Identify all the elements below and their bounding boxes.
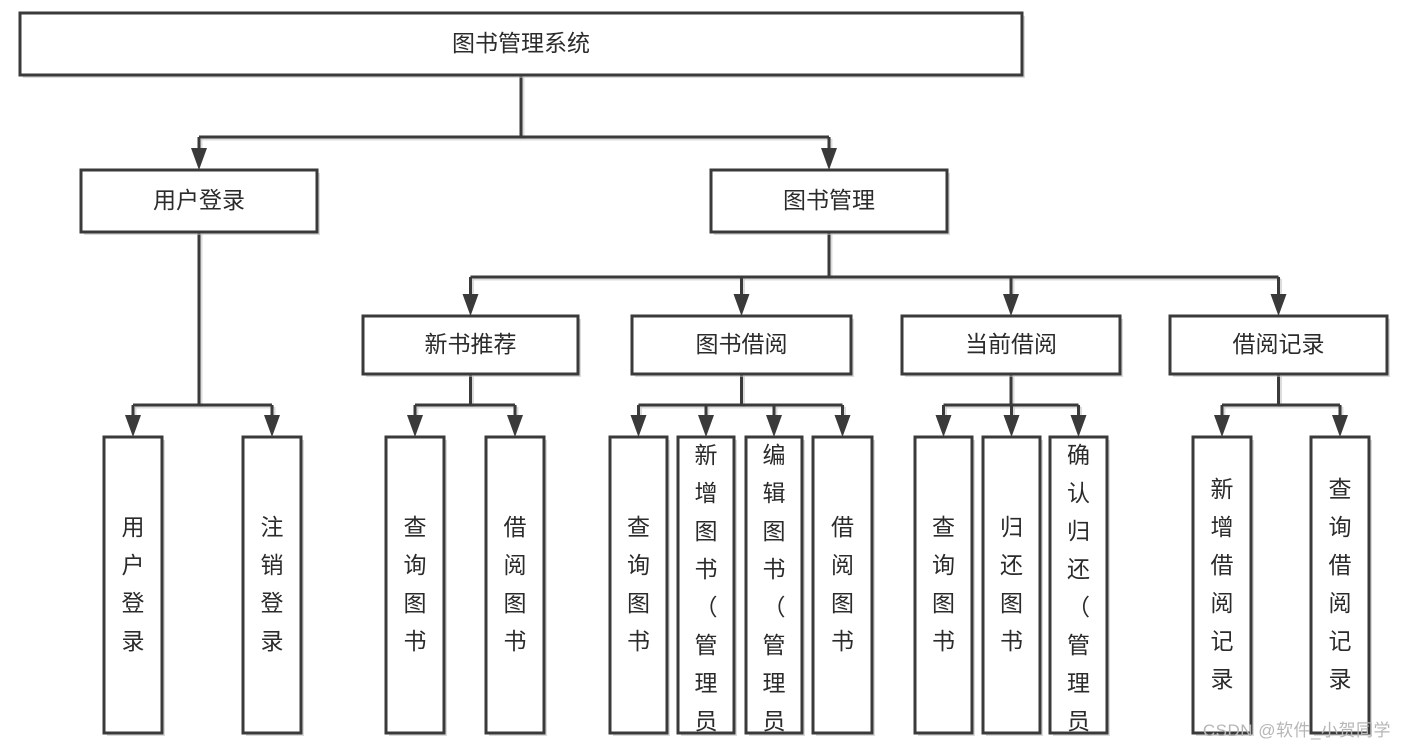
- node-label-leaf-borrow-book-rec: 借阅图书: [504, 514, 527, 654]
- node-leaf-borrow-book-rec[interactable]: 借阅图书: [484, 435, 547, 736]
- node-leaf-edit-book[interactable]: 编辑图书（管理员）: [744, 435, 805, 747]
- node-box-leaf-add-book: [676, 435, 736, 735]
- node-label-new-book-recommend: 新书推荐: [425, 331, 517, 357]
- node-box-leaf-logout: [241, 435, 303, 735]
- node-box-leaf-confirm-return: [1048, 435, 1109, 735]
- node-label-root: 图书管理系统: [452, 30, 590, 56]
- node-label-book-manage: 图书管理: [783, 187, 875, 213]
- node-label-borrow-record: 借阅记录: [1233, 331, 1325, 357]
- node-label-leaf-add-record: 新增借阅记录: [1211, 476, 1234, 692]
- arrow-to-leaf-query-book-rec-head: [407, 415, 423, 437]
- node-box-new-book-recommend: [361, 314, 580, 376]
- node-leaf-logout[interactable]: 注销登录: [241, 435, 304, 736]
- node-current-borrow[interactable]: 当前借阅: [900, 314, 1123, 377]
- node-leaf-user-login[interactable]: 用户登录: [102, 435, 165, 736]
- node-leaf-query-book-borrow[interactable]: 查询图书: [608, 435, 670, 736]
- node-label-leaf-user-login: 用户登录: [122, 514, 145, 654]
- node-leaf-add-record[interactable]: 新增借阅记录: [1191, 435, 1254, 736]
- node-label-leaf-add-book: 新增图书（管理员）: [695, 442, 718, 747]
- node-user-login[interactable]: 用户登录: [79, 168, 320, 235]
- connector-layer: [125, 75, 1348, 437]
- node-leaf-confirm-return[interactable]: 确认归还（管理员）: [1048, 435, 1110, 747]
- node-label-leaf-return-book: 归还图书: [1000, 514, 1023, 654]
- arrow-to-leaf-borrow-book-head: [834, 415, 851, 437]
- arrow-to-leaf-return-book-head: [1003, 415, 1020, 437]
- arrow-to-new-book-recommend-head: [462, 294, 479, 316]
- node-book-borrow[interactable]: 图书借阅: [630, 314, 854, 377]
- node-box-leaf-borrow-book-rec: [484, 435, 546, 735]
- node-box-leaf-add-record: [1191, 435, 1253, 735]
- arrow-to-leaf-user-login-head: [125, 415, 141, 437]
- arrow-to-book-manage-head: [821, 148, 837, 170]
- arrow-to-leaf-add-book-head: [698, 415, 714, 437]
- node-box-leaf-query-book-current: [913, 435, 974, 735]
- node-label-leaf-borrow-book: 借阅图书: [831, 514, 854, 654]
- node-leaf-query-book-rec[interactable]: 查询图书: [384, 435, 447, 736]
- node-label-user-login: 用户登录: [153, 187, 245, 213]
- arrow-to-book-borrow-head: [733, 294, 750, 316]
- node-label-leaf-logout: 注销登录: [261, 514, 284, 654]
- node-box-user-login: [79, 168, 319, 234]
- node-leaf-return-book[interactable]: 归还图书: [981, 435, 1043, 736]
- node-label-leaf-edit-book: 编辑图书（管理员）: [763, 442, 786, 747]
- node-box-leaf-query-record: [1309, 435, 1371, 735]
- arrow-to-leaf-edit-book-head: [766, 415, 782, 437]
- node-leaf-add-book[interactable]: 新增图书（管理员）: [676, 435, 737, 747]
- node-box-borrow-record: [1168, 314, 1389, 376]
- arrow-to-leaf-query-book-current-head: [935, 415, 952, 437]
- node-new-book-recommend[interactable]: 新书推荐: [361, 314, 581, 377]
- node-box-book-borrow: [630, 314, 853, 376]
- node-leaf-query-record[interactable]: 查询借阅记录: [1309, 435, 1372, 736]
- node-box-leaf-query-book-rec: [384, 435, 446, 735]
- node-box-current-borrow: [900, 314, 1122, 376]
- node-box-leaf-query-book-borrow: [608, 435, 669, 735]
- node-borrow-record[interactable]: 借阅记录: [1168, 314, 1390, 377]
- arrow-to-current-borrow-head: [1003, 294, 1019, 316]
- node-leaf-borrow-book[interactable]: 借阅图书: [811, 435, 875, 736]
- node-box-book-manage: [709, 168, 949, 234]
- arrow-to-leaf-add-record-head: [1214, 415, 1230, 437]
- node-label-leaf-query-book-current: 查询图书: [932, 514, 955, 654]
- node-label-leaf-query-book-borrow: 查询图书: [627, 514, 650, 654]
- node-layer: 图书管理系统用户登录图书管理新书推荐图书借阅当前借阅借阅记录用户登录注销登录查询…: [18, 11, 1390, 747]
- node-label-leaf-confirm-return: 确认归还（管理员）: [1067, 442, 1090, 747]
- arrow-to-leaf-logout-head: [264, 415, 280, 437]
- node-box-leaf-borrow-book: [811, 435, 874, 735]
- arrow-to-leaf-query-book-borrow-head: [630, 415, 647, 437]
- node-box-leaf-user-login: [102, 435, 164, 735]
- node-book-manage[interactable]: 图书管理: [709, 168, 950, 235]
- node-label-leaf-query-record: 查询借阅记录: [1329, 476, 1352, 692]
- watermark-label: CSDN @软件_小贺同学: [1202, 721, 1391, 740]
- node-label-book-borrow: 图书借阅: [696, 331, 788, 357]
- arrow-to-leaf-query-record-head: [1332, 415, 1348, 437]
- node-label-leaf-query-book-rec: 查询图书: [404, 514, 427, 654]
- node-leaf-query-book-current[interactable]: 查询图书: [913, 435, 975, 736]
- arrow-to-leaf-confirm-return-head: [1070, 415, 1087, 437]
- node-label-current-borrow: 当前借阅: [965, 331, 1057, 357]
- node-box-leaf-edit-book: [744, 435, 804, 735]
- node-root[interactable]: 图书管理系统: [18, 11, 1025, 78]
- node-box-leaf-return-book: [981, 435, 1042, 735]
- arrow-to-borrow-record-head: [1270, 294, 1287, 316]
- node-box-root: [18, 11, 1024, 77]
- arrow-to-leaf-borrow-book-rec-head: [507, 415, 523, 437]
- arrow-to-user-login-head: [191, 148, 207, 170]
